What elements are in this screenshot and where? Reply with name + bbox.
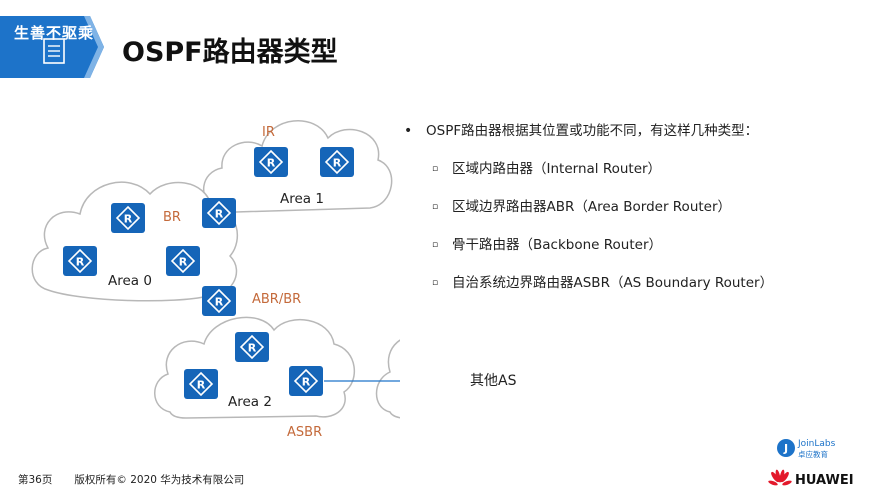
router-area2-2: [183, 368, 219, 400]
joinlabs-icon: [777, 439, 795, 457]
bullet-list: OSPF路由器根据其位置或功能不同，有这样几种类型： ▫区域内路由器（Inter…: [404, 120, 844, 294]
router-ir-1: [253, 146, 289, 178]
bullet-item: ▫骨干路由器（Backbone Router）: [404, 234, 844, 256]
copyright: 版权所有© 2020 华为技术有限公司: [74, 474, 245, 486]
network-diagram: R Area 1 Area 0 Area 2 IR BR ABR/BR ASBR: [31, 120, 400, 440]
label-asbr: ASBR: [287, 425, 322, 440]
router-abr: [201, 285, 237, 317]
router-ir-2: [319, 146, 355, 178]
huawei-flower-icon: [768, 469, 792, 486]
joinlabs-logo: J JoinLabs 卓应教育: [777, 439, 836, 459]
router-area0-1: [110, 202, 146, 234]
page-number: 第36页: [18, 474, 53, 486]
label-other-as: 其他AS: [470, 373, 517, 389]
square-bullet-icon: ▫: [432, 202, 439, 212]
bullet-item: ▫区域内路由器（Internal Router）: [404, 158, 844, 180]
square-bullet-icon: ▫: [432, 240, 439, 250]
other-as-label-svg: 其他AS: [470, 373, 517, 389]
label-abr-br: ABR/BR: [252, 292, 301, 307]
label-area-2: Area 2: [228, 394, 272, 410]
router-area0-3: [165, 245, 201, 277]
router-br: [201, 197, 237, 229]
bullet-item: ▫自治系统边界路由器ASBR（AS Boundary Router）: [404, 272, 844, 294]
brand-watermark: 生善不驱乘: [14, 24, 95, 42]
router-area2-1: [234, 331, 270, 363]
square-bullet-icon: ▫: [432, 164, 439, 174]
huawei-wordmark: HUAWEI: [795, 473, 854, 488]
joinlabs-name: JoinLabs: [797, 439, 836, 449]
huawei-logo: HUAWEI: [768, 469, 854, 488]
slide-title: OSPF路由器类型: [122, 37, 338, 68]
footer: 第36页 版权所有© 2020 华为技术有限公司: [18, 472, 244, 487]
bullet-intro: OSPF路由器根据其位置或功能不同，有这样几种类型：: [404, 120, 844, 142]
square-bullet-icon: ▫: [432, 278, 439, 288]
label-area-1: Area 1: [280, 191, 324, 207]
cloud-area-1: [202, 120, 393, 213]
document-icon: [43, 38, 65, 64]
label-br: BR: [163, 210, 181, 225]
svg-text:J: J: [783, 442, 788, 455]
label-area-0: Area 0: [108, 273, 152, 289]
joinlabs-subtitle: 卓应教育: [798, 449, 828, 459]
router-area0-2: [62, 245, 98, 277]
label-ir: IR: [262, 125, 275, 140]
header-band: [0, 16, 104, 78]
router-asbr: [288, 365, 324, 397]
bullet-item: ▫区域边界路由器ABR（Area Border Router）: [404, 196, 844, 218]
cloud-other-as: [375, 339, 400, 419]
